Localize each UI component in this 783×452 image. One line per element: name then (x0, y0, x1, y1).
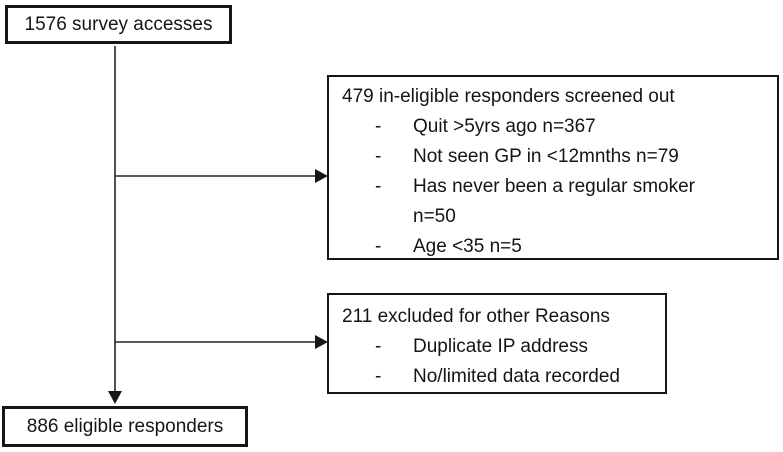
excluded-item: No/limited data recorded (413, 366, 620, 387)
list-item: - Duplicate IP address (342, 332, 657, 362)
screened-out-item: Quit >5yrs ago n=367 (413, 116, 596, 137)
right-arrowhead-screened-icon (315, 169, 328, 183)
excluded-title: 211 excluded for other Reasons (342, 306, 610, 327)
screened-out-item: Age <35 n=5 (413, 236, 522, 257)
bullet-dash: - (375, 366, 382, 387)
screened-out-title: 479 in-eligible responders screened out (342, 86, 675, 107)
list-item: - Not seen GP in <12mnths n=79 (342, 142, 769, 172)
list-item: - No/limited data recorded (342, 362, 657, 392)
screened-out-box: 479 in-eligible responders screened out … (327, 75, 779, 260)
screened-out-item: Not seen GP in <12mnths n=79 (413, 146, 679, 167)
bullet-dash: - (375, 336, 382, 357)
bullet-dash: - (375, 116, 382, 137)
excluded-item: Duplicate IP address (413, 336, 588, 357)
survey-accesses-label: 1576 survey accesses (24, 13, 213, 35)
bullet-dash: - (375, 176, 382, 197)
down-arrowhead-icon (108, 391, 122, 404)
bullet-dash: - (375, 146, 382, 167)
list-item: - Quit >5yrs ago n=367 (342, 112, 769, 142)
list-item: - Age <35 n=5 (342, 232, 769, 262)
screened-out-item: Has never been a regular smoker n=50 (413, 176, 695, 227)
survey-accesses-box: 1576 survey accesses (5, 5, 232, 44)
list-item: - Has never been a regular smoker n=50 (342, 172, 769, 232)
eligible-responders-label: 886 eligible responders (26, 415, 224, 437)
right-arrowhead-excluded-icon (315, 335, 328, 349)
bullet-dash: - (375, 236, 382, 257)
excluded-box: 211 excluded for other Reasons - Duplica… (327, 293, 667, 394)
eligible-responders-box: 886 eligible responders (2, 406, 248, 447)
